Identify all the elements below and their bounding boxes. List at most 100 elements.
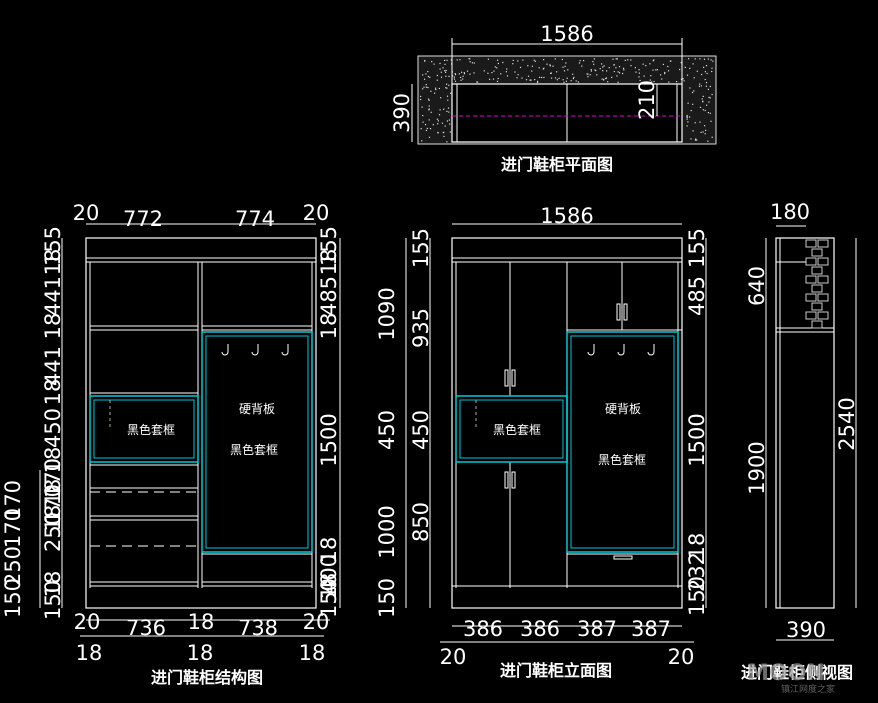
hatch-speck [460,76,462,78]
hatch-speck [652,69,654,71]
structure-top-dim: 20 [303,201,330,225]
hatch-speck [704,78,706,81]
brick [811,266,823,275]
hatch-speck [549,64,551,66]
structure-right-dim: 18 [317,573,341,600]
hatch-speck [494,66,496,68]
brick [805,257,817,266]
elevation-handles [504,303,633,560]
hatch-speck [427,75,429,78]
hatch-speck [684,66,686,68]
hatch-speck [581,65,583,67]
brick [817,311,829,320]
hatch-speck [594,69,596,71]
hatch-speck [708,96,710,98]
hatch-speck [570,80,572,82]
hatch-speck [589,74,591,76]
hatch-speck [447,99,449,101]
hatch-speck [710,59,712,61]
hatch-speck [707,88,709,90]
hatch-speck [704,109,706,112]
hatch-speck [554,77,557,79]
hatch-speck [645,65,647,67]
hatch-speck [586,73,588,75]
hatch-speck [706,72,708,75]
hatch-speck [505,71,507,73]
hatch-speck [679,68,681,71]
hatch-speck [452,75,454,77]
structure-bottom-dim: 736 [126,616,166,640]
hatch-speck [651,81,653,83]
hatch-speck [516,77,518,79]
hatch-speck [652,60,654,62]
hatch-speck [577,81,579,83]
hatch-speck [690,110,692,112]
hatch-speck [563,70,566,72]
plan-width-dim: 1586 [540,22,593,46]
hatch-speck [660,74,662,76]
hatch-speck [449,131,451,133]
hatch-speck [704,71,706,73]
hatch-speck [668,81,670,83]
hatch-speck [593,58,595,60]
structure-left-dim: 18 [41,313,65,340]
hatch-speck [702,95,704,97]
hatch-speck [699,58,701,60]
hatch-speck [447,107,450,109]
hatch-speck [578,62,581,64]
structure-bottom-dim: 20 [303,610,330,634]
structure-left-dim: 150 [41,580,65,620]
hook-icon [221,344,229,356]
hatch-speck [705,129,707,131]
hatch-speck [435,89,437,91]
hatch-speck [421,106,423,108]
hatch-speck [650,75,652,77]
hatch-speck [630,59,632,61]
side-outline [775,237,835,609]
plan-inner-depth-dim: 210 [635,80,659,120]
hatch-speck [531,65,533,67]
hatch-speck [680,62,682,64]
hatch-speck [427,98,430,100]
structure-right-dim: 18 [317,249,341,276]
hatch-speck [602,66,604,68]
hatch-speck [514,71,516,73]
elevation-label-black-frame-right: 黑色套框 [598,453,646,467]
hatch-speck [493,70,495,72]
hatch-speck [469,58,471,60]
side-view: 180 390 640 1900 2540 进门鞋柜侧视图 [741,200,859,682]
structure-left-dim: 250 [41,512,65,552]
hatch-speck [563,81,565,83]
elevation-bottom-outer-dim: 20 [440,645,467,669]
hatch-speck [530,79,532,81]
hatch-speck [426,127,428,129]
hatch-speck [696,139,698,141]
hatch-speck [661,78,663,80]
hatch-speck [429,76,431,78]
hook-icon [251,344,259,356]
hatch-speck [428,136,431,138]
hatch-speck [512,63,514,65]
elevation-black-frame-left-inner [459,399,564,459]
hatch-speck [453,76,455,78]
watermark-sub: 镇江网度之家 [781,683,835,695]
elevation-right-dim: 150 [685,576,709,616]
brick [811,320,823,329]
hatch-speck [689,116,691,118]
hatch-speck [431,61,433,63]
hatch-speck [444,125,446,127]
hatch-speck [703,66,705,68]
hatch-speck [445,69,447,72]
hatch-speck [694,122,696,124]
hatch-speck [618,66,621,68]
hatch-speck [500,73,502,75]
hatch-speck [692,63,694,65]
hatch-speck [463,72,465,74]
hatch-speck [449,123,451,125]
structure-left-outer-dim: 170 [1,508,25,548]
elevation-bottom-dim: 387 [577,617,617,641]
structure-title: 进门鞋柜结构图 [151,668,263,687]
